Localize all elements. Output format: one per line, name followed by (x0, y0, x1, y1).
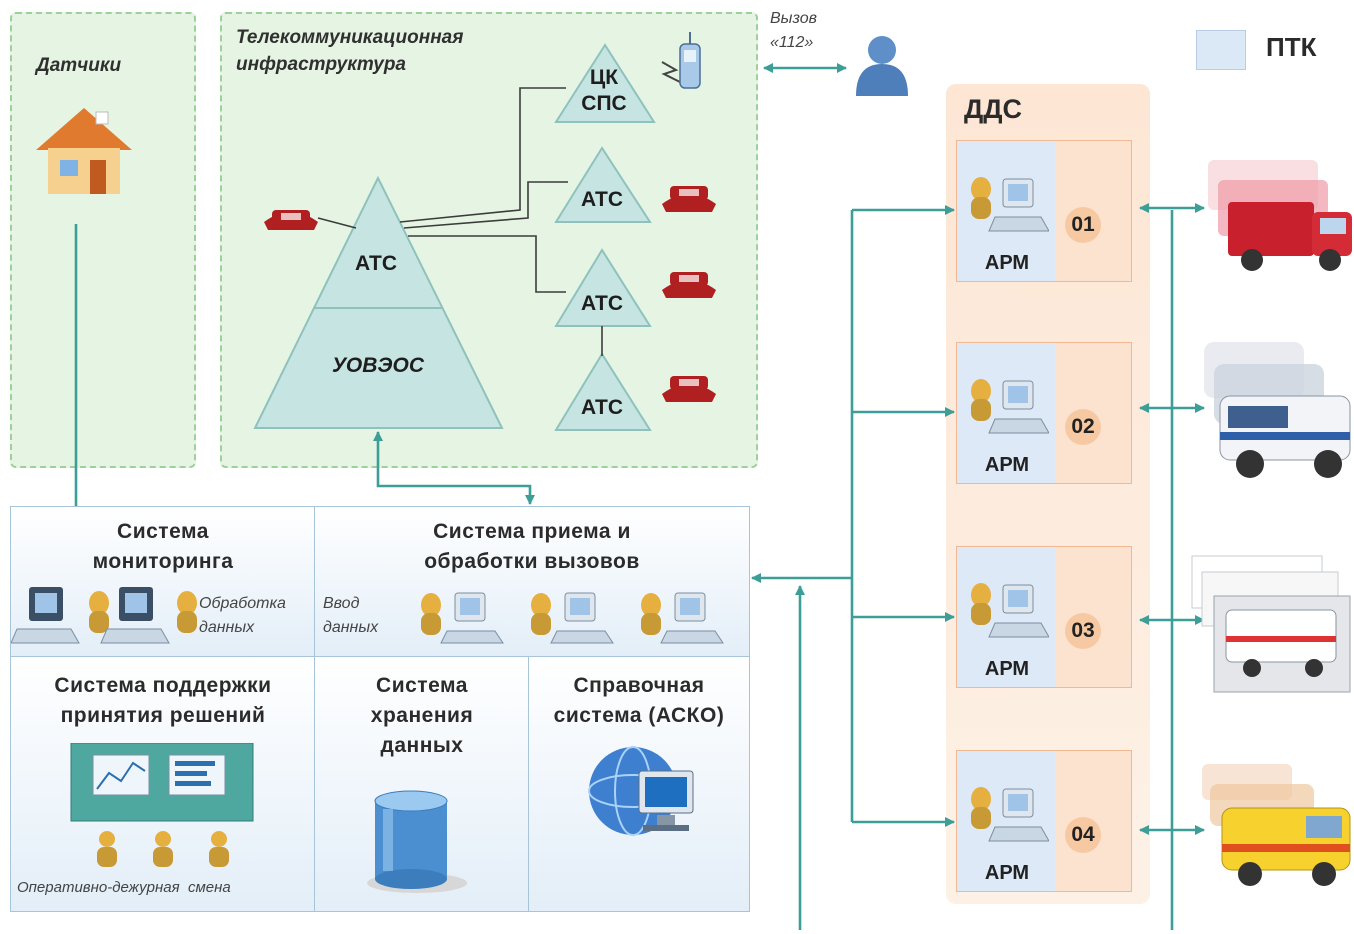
call-processing-note-line2: данных (323, 619, 379, 636)
ats-triangle-3 (554, 352, 652, 431)
sensors-title: Датчики (36, 55, 122, 76)
dds-unit-01: АРМ 01 (956, 140, 1132, 282)
wireless-signal (661, 61, 685, 85)
fire-truck-icon (1208, 160, 1352, 271)
dds-unit-02: АРМ 02 (956, 342, 1132, 484)
operator-workstation-icon (971, 787, 1049, 842)
call-processing-title-line1: Система приема и (433, 520, 631, 543)
arm-label: АРМ (984, 454, 1030, 476)
uoveos-label: УОВЭОС (331, 354, 425, 377)
mobile-phone-icon (679, 32, 701, 89)
monitoring-title-line1: Система (117, 520, 209, 543)
monitoring-note-line1: Обработка (199, 595, 286, 612)
legend-label: ПТК (1266, 32, 1317, 62)
ats-label-1: АТС (580, 188, 624, 211)
phone-icon (662, 272, 716, 298)
monitoring-title-line2: мониторинга (92, 550, 234, 573)
database-icon (367, 790, 467, 893)
operator-workstation-icon (971, 379, 1049, 434)
main-ats-pyramid (253, 175, 504, 429)
dds-number: 04 (1065, 817, 1101, 853)
decision-support-caption: Оперативно-дежурная смена (17, 879, 231, 896)
dds-title: ДДС (964, 94, 1022, 124)
storage-title-line1: Система (376, 674, 468, 697)
reference-title-line2: система (АСКО) (553, 704, 725, 727)
operator-workstation-icon (971, 177, 1049, 232)
reference-title-line1: Справочная (573, 674, 705, 697)
operator-workstations-icon (421, 592, 724, 644)
telecom-title-line1: Телекоммуникационная (236, 27, 464, 48)
phone-icon (264, 210, 318, 230)
monitoring-workstations-icon (11, 587, 197, 644)
house-icon (36, 108, 132, 194)
storage-title-line3: данных (380, 734, 464, 757)
ck-sps-triangle (554, 43, 656, 123)
ck-sps-label-line2: СПС (581, 92, 627, 115)
decision-support-title-line2: принятия решений (60, 704, 266, 727)
ats-label-3: АТС (580, 396, 624, 419)
ambulance-icon (1191, 555, 1351, 693)
phone-icon (662, 186, 716, 212)
call-processing-note-line1: Ввод (323, 595, 360, 612)
ats-triangle-2 (554, 248, 652, 327)
legend-swatch (1196, 30, 1246, 70)
reference-system: Справочная система (АСКО) (528, 656, 750, 912)
decision-support-title-line1: Система поддержки (54, 674, 272, 697)
call-processing-title-line2: обработки вызовов (424, 550, 640, 573)
person-icon (856, 36, 908, 96)
monitoring-note-line2: данных (199, 619, 255, 636)
globe-computer-icon (588, 746, 694, 836)
ats-label-2: АТС (580, 292, 624, 315)
decision-support-system: Система поддержки принятия решений Опера… (10, 656, 316, 912)
dds-number: 02 (1065, 409, 1101, 445)
arm-label: АРМ (984, 862, 1030, 884)
dds-unit-03: АРМ 03 (956, 546, 1132, 688)
dds-number: 01 (1065, 207, 1101, 243)
dds-unit-04: АРМ 04 (956, 750, 1132, 892)
ats-triangle-1 (554, 146, 652, 223)
monitoring-system: Система мониторинга Обработка данных (10, 506, 316, 658)
telecom-title-line2: инфраструктура (236, 54, 406, 75)
operator-workstation-icon (971, 583, 1049, 638)
main-ats-label: АТС (354, 252, 398, 275)
storage-title-line2: хранения (370, 704, 474, 727)
police-car-icon (1204, 342, 1351, 478)
ck-sps-label-line1: ЦК (589, 66, 619, 89)
storage-system: Система хранения данных (314, 656, 530, 912)
arm-label: АРМ (984, 252, 1030, 274)
sensors-panel (10, 12, 196, 468)
phone-icon (662, 376, 716, 402)
call-label-line1: Вызов (770, 10, 817, 27)
call-processing-system: Система приема и обработки вызовов Ввод … (314, 506, 750, 658)
call-label-line2: «112» (770, 34, 814, 51)
arm-label: АРМ (984, 658, 1030, 680)
dds-number: 03 (1065, 613, 1101, 649)
gas-service-van-icon (1202, 764, 1351, 886)
decision-support-screen-icon (70, 743, 254, 867)
